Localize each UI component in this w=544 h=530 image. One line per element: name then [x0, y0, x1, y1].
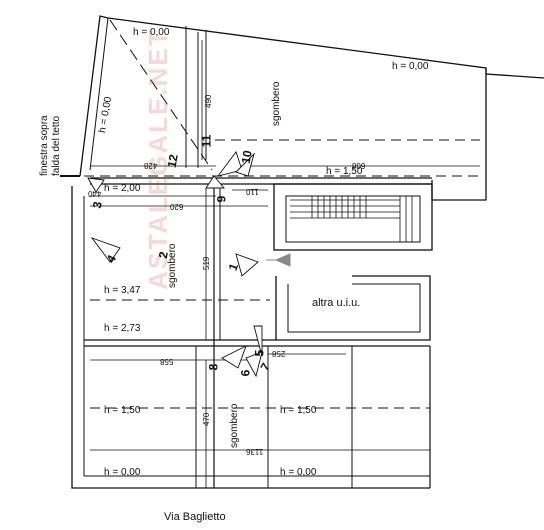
dimension-label: 440 [88, 189, 102, 198]
altra-uiu-inner [287, 283, 421, 333]
photo-marker: 6 [238, 369, 253, 377]
dimension-label: 519 [202, 256, 211, 270]
dimension-lines [90, 40, 480, 488]
room-label: altra u.i.u. [312, 297, 361, 309]
dimension-label: 620 [170, 202, 184, 211]
roof-right-wall [431, 68, 487, 201]
stair-treads [290, 196, 413, 242]
photo-marker: 5 [252, 349, 267, 357]
dimension-label: 558 [160, 357, 174, 366]
photo-marker: 11 [199, 134, 214, 148]
height-label: h = 0,00 [280, 467, 317, 478]
room-label: sgombero [167, 243, 178, 288]
dimension-label: 470 [202, 412, 211, 426]
height-label: h = 1,50 [104, 405, 141, 416]
photo-marker: 10 [238, 149, 255, 165]
photo-marker: 9 [214, 195, 229, 203]
photo-marker: 12 [164, 153, 181, 169]
height-label: h = 2,00 [104, 183, 141, 194]
height-label: h = 0,00 [104, 467, 141, 478]
room-label: sgombero [229, 403, 240, 448]
roof-outline [79, 15, 544, 177]
height-dashes [84, 175, 480, 409]
entry-arrow [274, 253, 291, 267]
window-note: falda del tetto [51, 115, 62, 176]
wall-left-outer [71, 186, 430, 489]
window-note: finestra sopra [39, 115, 50, 176]
roof-dash-1 [109, 19, 213, 171]
room-label: sgombero [271, 81, 282, 126]
photo-marker: 8 [206, 363, 221, 371]
height-label: h = 0,00 [133, 27, 170, 38]
roof-inner-line [89, 17, 109, 171]
height-label: h = 3,47 [104, 285, 141, 296]
stair-inner [285, 195, 421, 243]
street-label: Via Baglietto [164, 511, 226, 523]
dimension-label: 428 [144, 161, 158, 170]
height-label: h = 2,73 [104, 323, 141, 334]
stair-block [273, 183, 433, 251]
dimension-label: 608 [352, 161, 366, 170]
dimension-label: 110 [246, 187, 259, 196]
height-label: h = 0,00 [392, 61, 429, 72]
altra-uiu-walls [275, 275, 431, 341]
dimension-label: 490 [204, 94, 213, 108]
dimension-label: 1136 [246, 447, 264, 456]
height-label: h = 1,50 [326, 166, 363, 177]
height-label: h = 1,50 [280, 405, 317, 416]
viewpoint-markers [87, 151, 263, 378]
dimension-label: 258 [272, 349, 286, 358]
watermark: ASTALEGALE.NET [143, 28, 173, 290]
